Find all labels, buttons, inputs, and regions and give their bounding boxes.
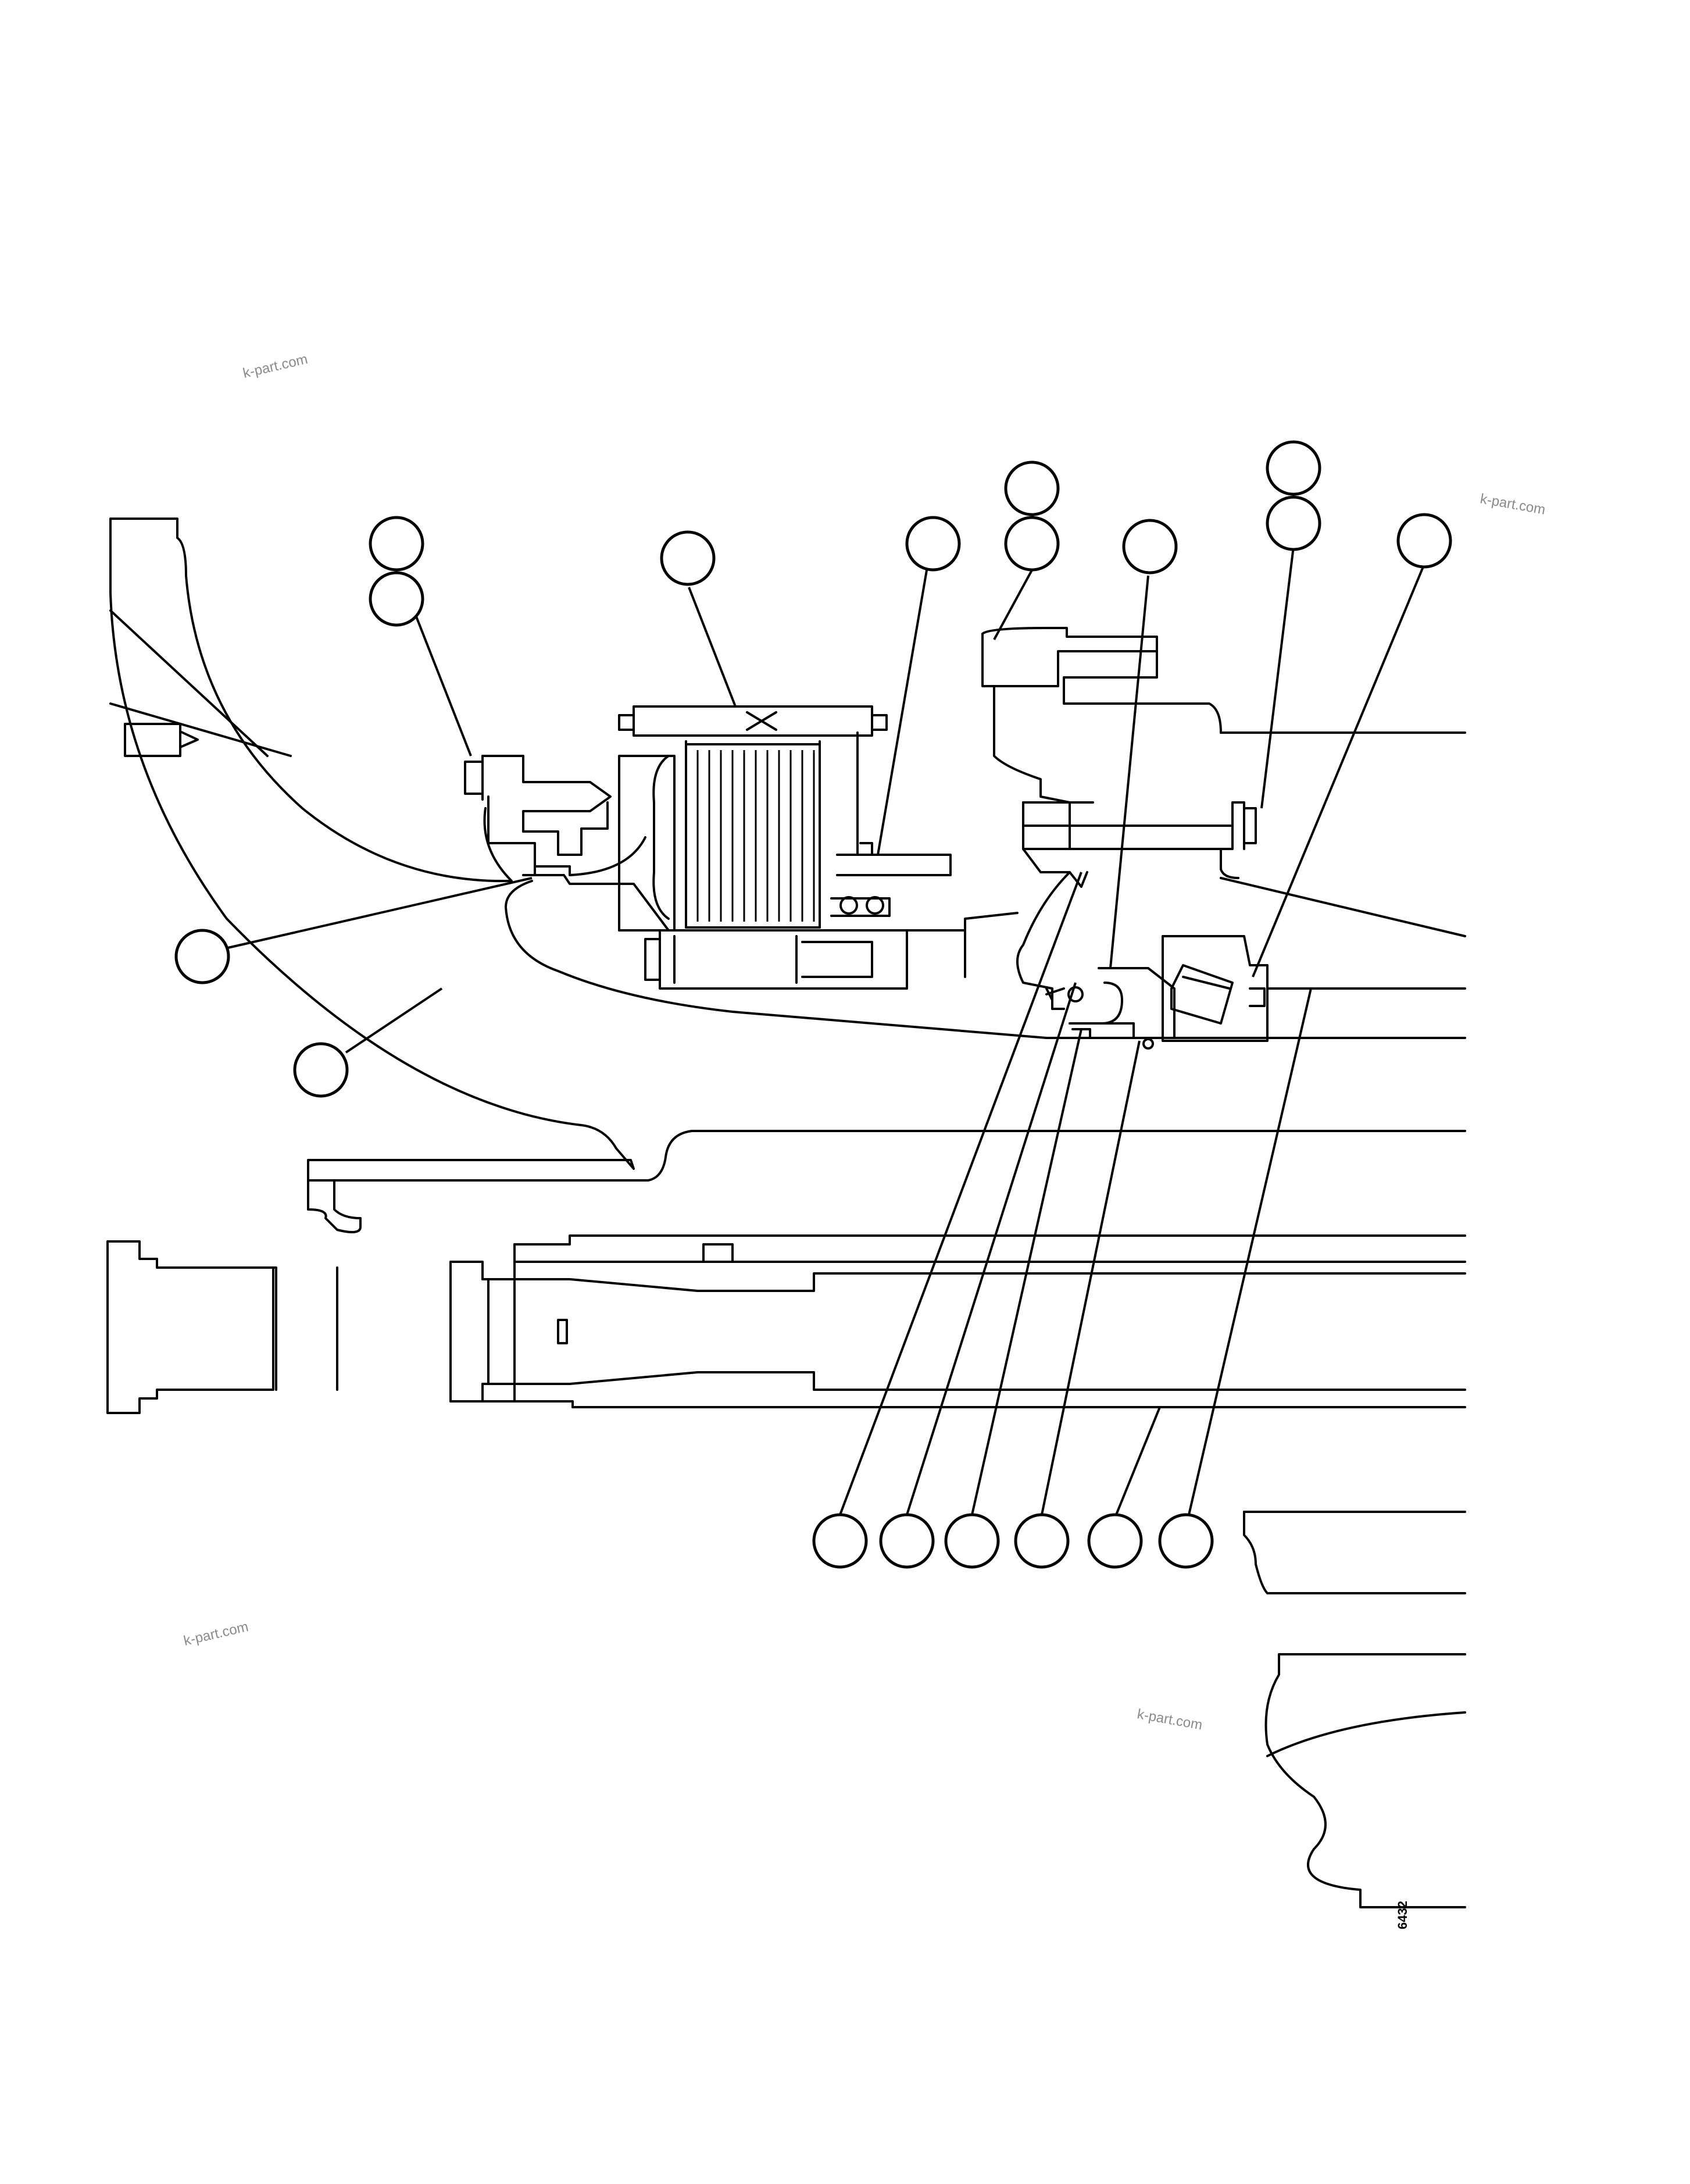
callout-16 <box>1014 1513 1070 1569</box>
callout-15 <box>944 1513 1000 1569</box>
yoke-bracket <box>981 627 1257 879</box>
callout-10 <box>1396 513 1452 569</box>
callout-17 <box>1087 1513 1143 1569</box>
retainer-bolt <box>644 929 966 990</box>
seal-ring <box>830 842 952 917</box>
watermark-3: k-part.com <box>182 1619 250 1649</box>
drawing-code: 6432 <box>1395 1901 1410 1929</box>
axle-shaft <box>106 1179 1466 1414</box>
watermark-2: k-part.com <box>1479 491 1546 518</box>
callout-8 <box>1266 440 1321 496</box>
callout-4 <box>905 516 961 572</box>
callout-7 <box>1122 519 1178 574</box>
callout-14 <box>879 1513 935 1569</box>
callout-9 <box>1266 495 1321 551</box>
callout-18 <box>1158 1513 1214 1569</box>
callout-1 <box>369 516 424 572</box>
axle-housing <box>109 518 1466 1182</box>
callout-13 <box>812 1513 868 1569</box>
hub-bearing <box>1016 848 1466 1050</box>
shaft-break-section <box>1243 1511 1466 1908</box>
housing-lower-wall <box>505 880 1466 1039</box>
brake-piston <box>464 755 670 932</box>
callout-2 <box>369 571 424 627</box>
callout-bubbles <box>174 440 1452 1569</box>
callout-5 <box>1004 461 1060 516</box>
callout-12 <box>293 1042 349 1098</box>
callout-11 <box>174 929 230 984</box>
callout-3 <box>660 530 716 586</box>
callout-6 <box>1004 516 1060 572</box>
watermark-1: k-part.com <box>241 351 309 381</box>
watermark-4: k-part.com <box>1136 1706 1203 1733</box>
leader-lines <box>227 546 1425 1515</box>
